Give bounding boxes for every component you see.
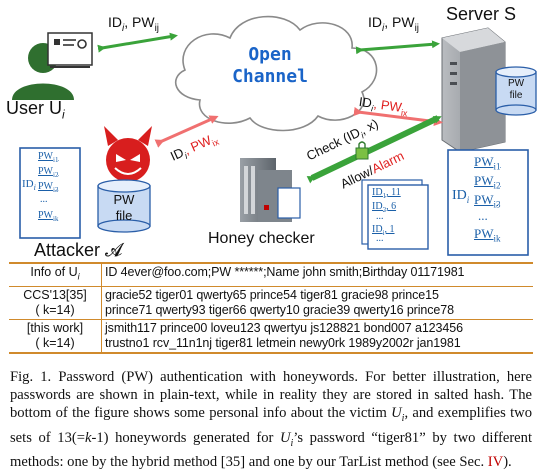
- attacker-doc-row: PWik: [38, 210, 59, 223]
- user-icon: [12, 32, 93, 100]
- attacker-cloud-arrow: [154, 115, 219, 148]
- honey-doc-row: ID2, 6: [372, 201, 397, 214]
- server-honeychecker-arrow: [306, 115, 442, 184]
- honey-doc-row: ...: [376, 211, 384, 222]
- honeyword-diagram: [12, 15, 537, 256]
- lock-icon: [355, 141, 369, 160]
- info-label-cell: Info of Ui: [9, 262, 102, 286]
- this-work-honeywords-cell: jsmith117 prince00 loveu123 qwertyu js12…: [101, 318, 533, 354]
- table-row: Info of Ui ID 4ever@foo.com;PW ******;Na…: [9, 262, 533, 286]
- ccs-honeywords-cell: gracie52 tiger01 qwerty65 prince54 tiger…: [101, 285, 533, 319]
- user-label: User Ui: [6, 98, 65, 122]
- section-ref-link[interactable]: IV: [487, 453, 504, 470]
- attacker-pw-document: [19, 147, 81, 239]
- cloud-server-arrow: [355, 40, 440, 55]
- attacker-pw-file-icon: [97, 179, 151, 233]
- server-icon: [441, 27, 506, 153]
- server-doc-row: PWik: [474, 226, 501, 244]
- server-doc-row: PWi1: [474, 154, 501, 172]
- server-doc-id: IDi: [452, 188, 470, 205]
- server-pw-document: [447, 149, 529, 256]
- attacker-devil-icon: [104, 126, 152, 188]
- attacker-doc-row: PWi1: [38, 151, 59, 164]
- attacker-doc-id: IDi: [22, 178, 36, 193]
- info-value-cell: ID 4ever@foo.com;PW ******;Name john smi…: [101, 262, 533, 286]
- attacker-doc-row: ...: [40, 194, 48, 205]
- server-label: Server S: [446, 4, 517, 24]
- user-cloud-arrow: [97, 32, 178, 53]
- server-doc-row: PWi3: [474, 192, 501, 210]
- honeyword-table: Info of Ui ID 4ever@foo.com;PW ******;Na…: [9, 262, 533, 354]
- honey-doc-row: IDi, 1: [372, 224, 395, 237]
- table-row: [this work]( k=14) jsmith117 prince00 lo…: [9, 318, 533, 354]
- server-doc-row: PWi2: [474, 173, 501, 191]
- honey-doc-row: ID1, 11: [372, 187, 401, 200]
- honey-index-document: [367, 184, 429, 250]
- honey-checker-building-icon: [240, 158, 301, 222]
- this-work-label-cell: [this work]( k=14): [9, 318, 102, 354]
- honey-checker-label: Honey checker: [208, 230, 315, 247]
- user-cloud-label: IDi, PWij: [108, 14, 160, 34]
- server-doc-row: ...: [478, 208, 488, 223]
- honey-doc-row: ...: [376, 233, 384, 244]
- ccs-label-cell: CCS'13[35]( k=14): [9, 285, 102, 319]
- open-channel-label: Open Channel: [232, 44, 308, 87]
- attacker-doc-row: PWi3: [38, 181, 59, 194]
- attacker-doc-row: PWi2: [38, 166, 59, 179]
- figure-caption: Fig. 1. Password (PW) authentication wit…: [10, 369, 533, 470]
- server-pw-file-icon: [495, 66, 537, 116]
- table-row: CCS'13[35]( k=14) gracie52 tiger01 qwert…: [9, 285, 533, 319]
- attacker-label: Attacker 𝓐: [34, 240, 123, 260]
- cloud-server-label: IDi, PWij: [368, 14, 420, 34]
